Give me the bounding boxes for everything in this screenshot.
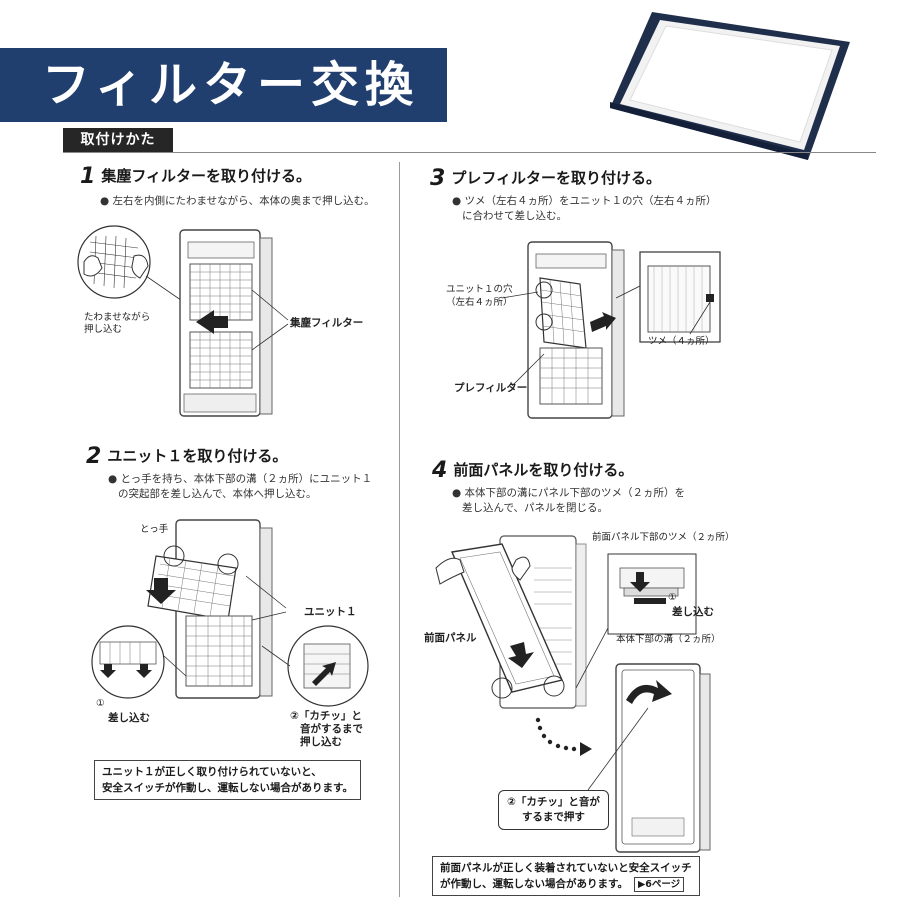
step-3-illustration (501, 241, 721, 419)
page-reference-link[interactable]: ▶6ページ (633, 877, 685, 892)
step-3-heading: 3 プレフィルターを取り付ける。 (430, 166, 661, 191)
step-2-label-click-3: 押し込む (300, 736, 342, 748)
step-2-warning-note: ユニット１が正しく取り付けられていないと、 安全スイッチが作動し、運転しない場合… (94, 760, 361, 800)
step-1-title: 集塵フィルターを取り付ける。 (101, 167, 312, 185)
step-2-label-insert: 差し込む (108, 712, 150, 724)
step-4-heading: 4 前面パネルを取り付ける。 (432, 458, 633, 483)
step-4-title: 前面パネルを取り付ける。 (453, 461, 634, 479)
step-4-warning-note: 前面パネルが正しく装着されていないと安全スイッチ が作動し、運転しない場合があり… (432, 856, 700, 896)
step-3-label-hole-2: （左右４ヵ所） (446, 297, 513, 308)
step-2-label-click-1: ②「カチッ」と (290, 710, 362, 722)
page-title: フィルター交換 (42, 57, 420, 113)
step-2-number: 2 (86, 444, 102, 469)
step-2-heading: 2 ユニット１を取り付ける。 (86, 444, 287, 469)
step-3-label-hole-1: ユニット１の穴 (446, 284, 513, 295)
section-tag: 取付けかた (63, 128, 173, 152)
step-1-heading: 1 集塵フィルターを取り付ける。 (80, 164, 311, 189)
step-1-label-push: 押し込む (84, 324, 123, 335)
step-2-body: ● とっ手を持ち、本体下部の溝（２ヵ所）にユニット１ の突起部を差し込んで、本体… (108, 473, 373, 500)
step-4-label-insert: 差し込む (672, 606, 714, 618)
step-3-label-claw: ツメ（４ヵ所） (648, 336, 715, 347)
step-4-body: ● 本体下部の溝にパネル下部のツメ（２ヵ所）を 差し込んで、パネルを閉じる。 (452, 487, 685, 514)
step-1-label-filter: 集塵フィルター (290, 317, 364, 329)
step-1-label-bend: たわませながら (84, 312, 151, 323)
step-2-title: ユニット１を取り付ける。 (107, 447, 288, 465)
step-4-label-groove: 本体下部の溝（２ヵ所） (616, 634, 721, 645)
step-2-label-click-2: 音がするまで (300, 723, 363, 735)
step-1-illustration (77, 225, 289, 417)
step-2-label-insert-num: ① (96, 698, 105, 709)
step-3-label-prefilter: プレフィルター (454, 382, 528, 394)
step-1-number: 1 (80, 164, 96, 189)
step-2-label-unit: ユニット１ (304, 606, 357, 618)
step-3-title: プレフィルターを取り付ける。 (451, 169, 662, 187)
hepa-filter-image (610, 12, 850, 160)
section-divider (63, 152, 876, 153)
title-banner (0, 48, 447, 122)
step-4-illustration (435, 535, 711, 853)
step-2-label-handle: とっ手 (140, 524, 169, 535)
step-4-click-bubble: ②「カチッ」と音が するまで押す (498, 790, 609, 830)
column-divider (399, 162, 400, 897)
step-4-number: 4 (432, 458, 448, 483)
step-4-label-panel-claw: 前面パネル下部のツメ（２ヵ所） (592, 532, 735, 543)
step-4-label-insert-num: ① (668, 592, 677, 603)
step-1-body: ● 左右を内側にたわませながら、本体の奥まで押し込む。 (100, 195, 375, 207)
step-3-body: ● ツメ（左右４ヵ所）をユニット１の穴（左右４ヵ所） に合わせて差し込む。 (452, 195, 717, 222)
step-2-illustration (91, 519, 369, 707)
step-4-label-panel: 前面パネル (424, 632, 477, 644)
step-3-number: 3 (430, 166, 446, 191)
